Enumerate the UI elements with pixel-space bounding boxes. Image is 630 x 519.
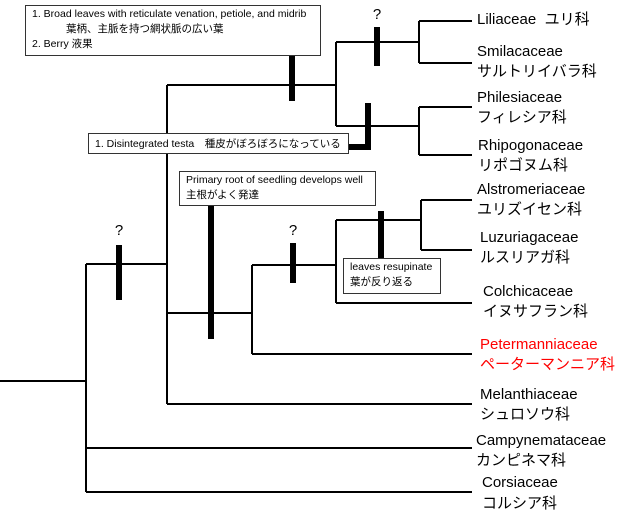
taxon-japanese: サルトリイバラ科 <box>477 63 597 80</box>
taxon-japanese: カンピネマ科 <box>476 452 567 469</box>
taxon-latin-highlighted: Petermanniaceae <box>480 336 598 353</box>
character-box-broad-leaves: 1. Broad leaves with reticulate venation… <box>25 5 321 56</box>
unknown-mark: ? <box>372 6 382 23</box>
character-text: 葉柄、主脈を持つ網状脈の広い葉 <box>66 23 224 35</box>
character-text: 1. Broad leaves with reticulate venation… <box>32 8 307 20</box>
taxon-latin: Corsiaceae <box>482 474 558 491</box>
taxon-latin: Melanthiaceae <box>480 386 578 403</box>
character-box-primary-root: Primary root of seedling develops well 主… <box>179 171 376 206</box>
taxon-latin: Philesiaceae <box>477 89 563 106</box>
character-text: 1. Disintegrated testa 種皮がぼろぼろになっている <box>95 138 341 150</box>
taxon-japanese: リポゴヌム科 <box>478 157 569 174</box>
unknown-mark: ? <box>114 222 124 239</box>
taxon-latin: Smilacaceae <box>477 43 563 60</box>
character-text: 葉が反り返る <box>350 276 413 288</box>
taxon-japanese: イヌサフラン科 <box>483 303 589 320</box>
taxon-japanese: コルシア科 <box>482 495 558 512</box>
character-text: 2. Berry 液果 <box>32 38 93 50</box>
taxon-latin: Campynemataceae <box>476 432 607 449</box>
unknown-mark: ? <box>288 222 298 239</box>
character-text: Primary root of seedling develops well <box>186 174 363 186</box>
character-box-resupinate: leaves resupinate 葉が反り返る <box>343 258 441 294</box>
taxon-japanese: シュロソウ科 <box>480 406 571 423</box>
taxon-latin: Luzuriagaceae <box>480 229 579 246</box>
character-text: 主根がよく発達 <box>186 189 259 201</box>
character-box-testa: 1. Disintegrated testa 種皮がぼろぼろになっている <box>88 133 349 154</box>
taxon-japanese: フィレシア科 <box>477 109 567 126</box>
taxon-japanese: ユリズイセン科 <box>477 201 583 218</box>
taxon-latin: Rhipogonaceae <box>478 137 584 154</box>
taxon-latin: Alstromeriaceae <box>477 181 586 198</box>
character-text: leaves resupinate <box>350 261 433 273</box>
taxon-label-liliaceae: Liliaceae ユリ科 <box>477 11 590 28</box>
taxon-latin: Colchicaceae <box>483 283 574 300</box>
character-bars <box>116 27 384 339</box>
taxon-japanese: ルスリアガ科 <box>480 249 571 266</box>
taxon-japanese-highlighted: ペーターマンニア科 <box>480 356 616 373</box>
branch-lines <box>0 20 472 493</box>
character-bar-testa <box>349 103 371 150</box>
